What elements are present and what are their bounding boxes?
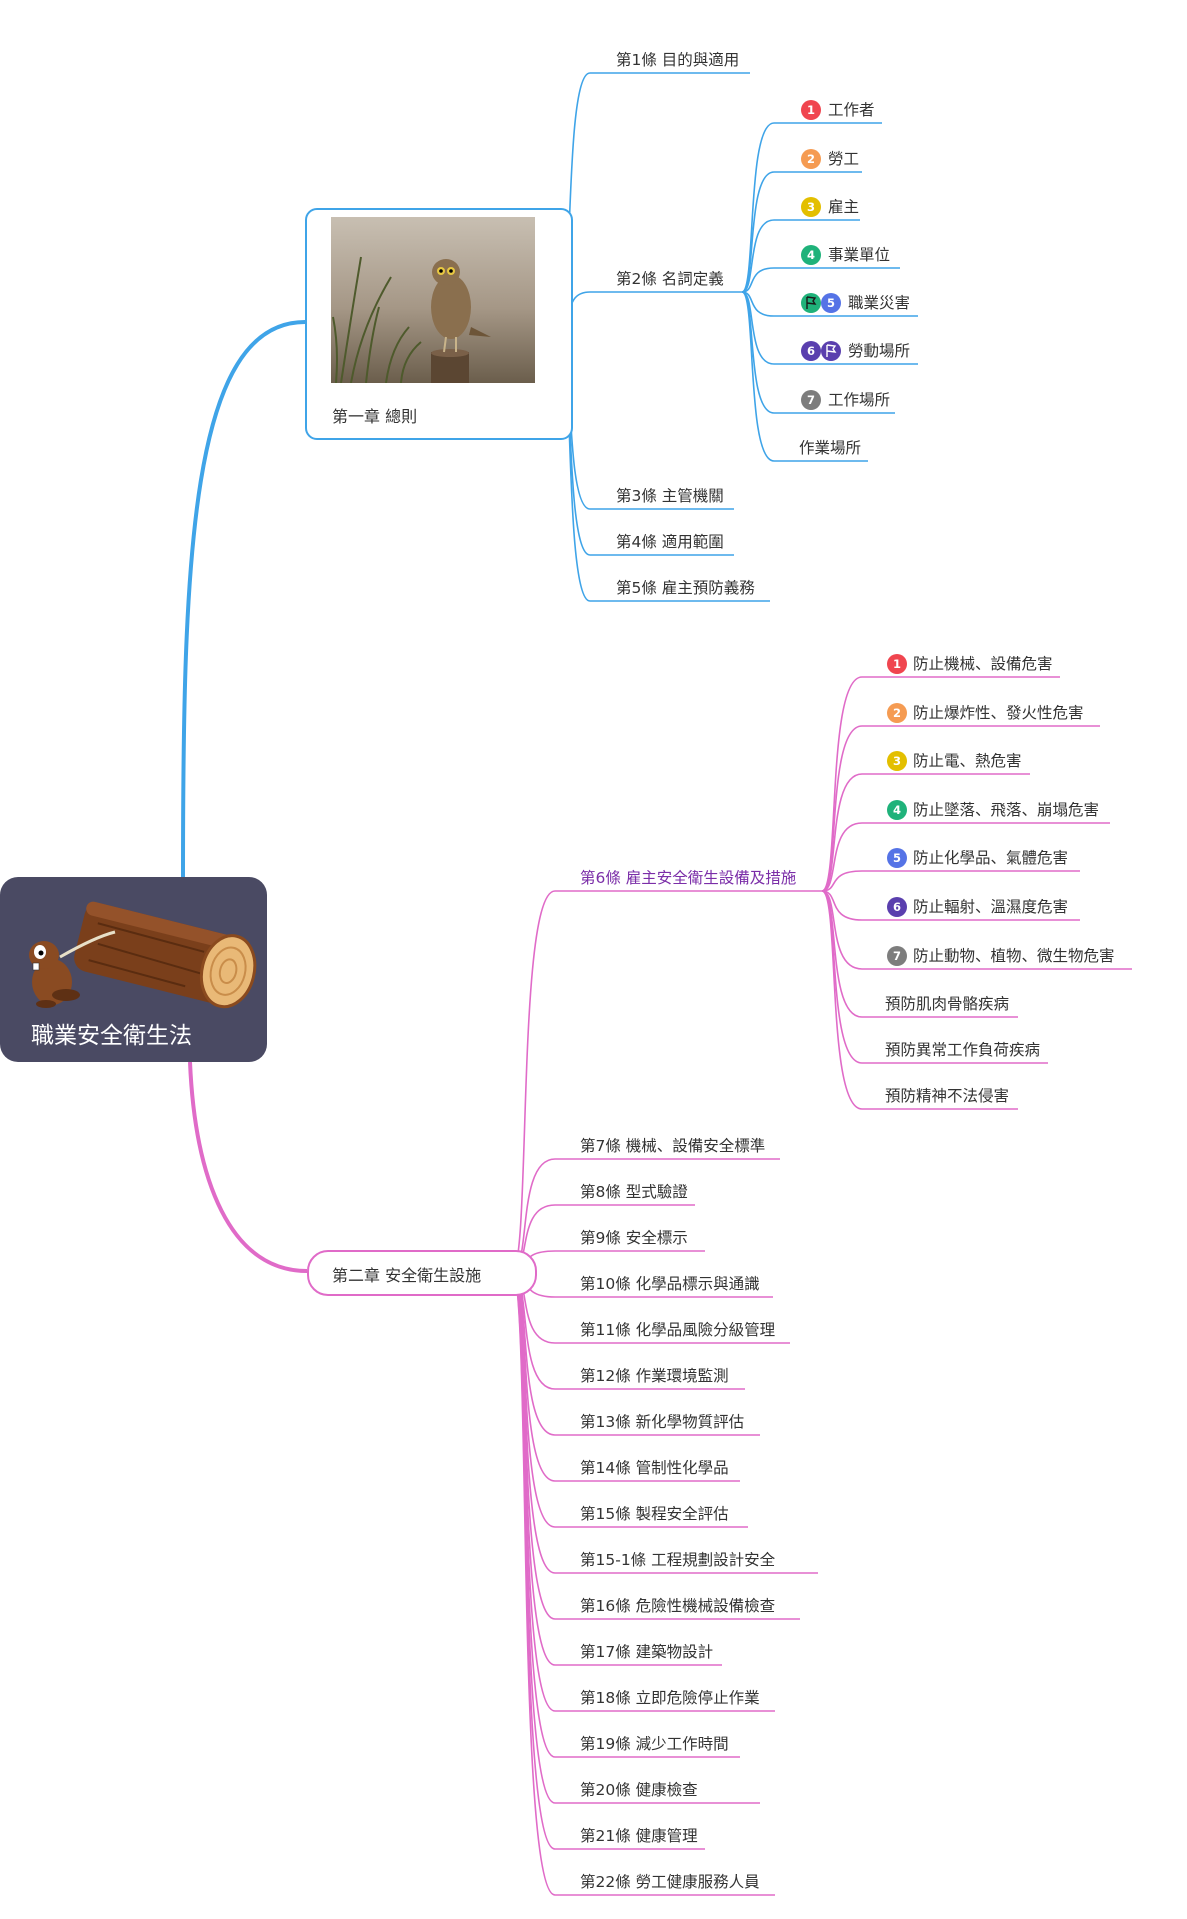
article-node[interactable]: 第20條 健康檢查 [580, 1781, 698, 1799]
article-node[interactable]: 第13條 新化學物質評估 [580, 1413, 745, 1431]
flag-icon [821, 341, 841, 361]
article-node[interactable]: 第17條 建築物設計 [580, 1643, 714, 1661]
connector-line [741, 291, 775, 462]
article-node[interactable]: 第5條 雇主預防義務 [616, 579, 755, 597]
article-node[interactable]: 第22條 勞工健康服務人員 [580, 1873, 760, 1891]
chapter1-title: 第一章 總則 [332, 407, 418, 426]
connector-line [821, 890, 863, 1064]
connector-line [821, 870, 863, 892]
term-node[interactable]: 事業單位 [828, 246, 891, 264]
priority-6-icon: 6 [887, 897, 907, 917]
connector-line [511, 1270, 556, 1896]
measure-node[interactable]: 預防肌肉骨骼疾病 [885, 995, 1010, 1013]
measure-node[interactable]: 預防精神不法侵害 [885, 1087, 1010, 1105]
article-node[interactable]: 第10條 化學品標示與通識 [580, 1275, 760, 1293]
measure-node[interactable]: 防止爆炸性、發火性危害 [913, 704, 1084, 722]
term-node[interactable]: 勞工 [828, 150, 860, 168]
connector-line [741, 122, 775, 293]
measure-node[interactable]: 防止輻射、溫濕度危害 [913, 898, 1069, 916]
measure-node[interactable]: 預防異常工作負荷疾病 [885, 1041, 1041, 1059]
term-node[interactable]: 工作者 [828, 101, 875, 119]
priority-1-icon: 1 [887, 654, 907, 674]
article-node[interactable]: 第1條 目的與適用 [616, 51, 740, 69]
term-node[interactable]: 職業災害 [848, 294, 911, 312]
chapter2-title: 第二章 安全衛生設施 [332, 1266, 482, 1285]
article-node[interactable]: 第4條 適用範圍 [616, 533, 724, 551]
connector-line [741, 219, 775, 293]
priority-6-icon: 6 [801, 341, 821, 361]
priority-5-icon: 5 [821, 293, 841, 313]
priority-4-icon: 4 [801, 245, 821, 265]
measure-node[interactable]: 防止化學品、氣體危害 [913, 849, 1069, 867]
article-node[interactable]: 第15條 製程安全評估 [580, 1505, 729, 1523]
priority-7-icon: 7 [801, 390, 821, 410]
priority-1-icon: 1 [801, 100, 821, 120]
term-node[interactable]: 勞動場所 [848, 342, 911, 360]
connector-line [741, 171, 775, 293]
priority-3-icon: 3 [801, 197, 821, 217]
beaver-log-illustration [29, 901, 257, 1009]
priority-7-icon: 7 [887, 946, 907, 966]
connector-line [181, 320, 306, 878]
article-node-selected[interactable]: 第6條 雇主安全衛生設備及措施 [580, 869, 797, 887]
priority-2-icon: 2 [801, 149, 821, 169]
owl-photo [331, 217, 535, 383]
connector-line [741, 267, 775, 293]
measure-node[interactable]: 防止墜落、飛落、崩塌危害 [913, 801, 1100, 819]
article-node[interactable]: 第12條 作業環境監測 [580, 1367, 729, 1385]
term-node[interactable]: 作業場所 [799, 439, 862, 457]
chapter2-topic[interactable] [307, 1250, 537, 1296]
article-node[interactable]: 第7條 機械、設備安全標準 [580, 1137, 766, 1155]
priority-2-icon: 2 [887, 703, 907, 723]
connector-line [511, 890, 556, 1272]
article-node[interactable]: 第19條 減少工作時間 [580, 1735, 729, 1753]
article-node[interactable]: 第16條 危險性機械設備檢查 [580, 1597, 776, 1615]
priority-5-icon: 5 [887, 848, 907, 868]
connector-line [821, 676, 863, 892]
flag-icon [801, 293, 821, 313]
measure-node[interactable]: 防止電、熱危害 [913, 752, 1022, 770]
connector-line [821, 890, 863, 1110]
article-node[interactable]: 第3條 主管機關 [616, 487, 724, 505]
article-node[interactable]: 第2條 名詞定義 [616, 270, 724, 288]
term-node[interactable]: 雇主 [828, 198, 860, 216]
priority-4-icon: 4 [887, 800, 907, 820]
priority-3-icon: 3 [887, 751, 907, 771]
article-node[interactable]: 第15-1條 工程規劃設計安全 [580, 1551, 776, 1569]
connector-line [188, 1061, 308, 1273]
connector-line [511, 1270, 556, 1804]
article-node[interactable]: 第21條 健康管理 [580, 1827, 698, 1845]
article-node[interactable]: 第11條 化學品風險分級管理 [580, 1321, 776, 1339]
connector-line [821, 725, 863, 892]
connector-line [741, 291, 775, 414]
article-node[interactable]: 第14條 管制性化學品 [580, 1459, 729, 1477]
term-node[interactable]: 工作場所 [828, 391, 891, 409]
connector-line [511, 1270, 556, 1712]
article-node[interactable]: 第9條 安全標示 [580, 1229, 688, 1247]
measure-node[interactable]: 防止機械、設備危害 [913, 655, 1053, 673]
measure-node[interactable]: 防止動物、植物、微生物危害 [913, 947, 1115, 965]
article-node[interactable]: 第8條 型式驗證 [580, 1183, 688, 1201]
connector-line [821, 822, 863, 892]
article-node[interactable]: 第18條 立即危險停止作業 [580, 1689, 760, 1707]
root-topic[interactable] [0, 877, 267, 1062]
connector-line [821, 773, 863, 892]
connector-line [821, 890, 863, 921]
root-topic-title: 職業安全衛生法 [31, 1023, 192, 1049]
